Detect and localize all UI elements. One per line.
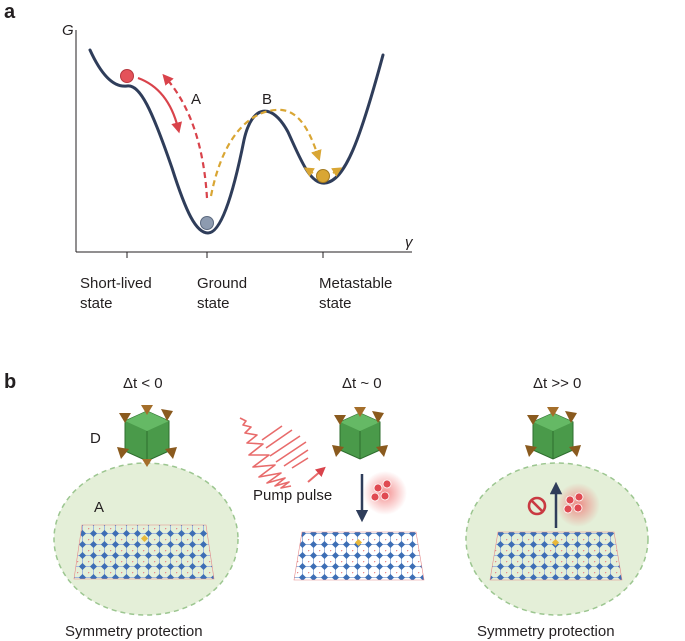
state-label-ground-2: state bbox=[197, 295, 230, 312]
state-label-ground-1: Ground bbox=[197, 275, 247, 292]
state-label-metastable-2: state bbox=[319, 295, 352, 312]
pump-pulse-label: Pump pulse bbox=[253, 487, 332, 504]
lattice-right bbox=[489, 531, 623, 581]
metastable-oscillation-left bbox=[303, 167, 315, 177]
lattice-defect-left bbox=[140, 534, 149, 543]
lattice-defect-right bbox=[551, 538, 560, 547]
path-b-label: B bbox=[262, 91, 272, 108]
x-axis-label: γ bbox=[405, 234, 414, 251]
label-a: A bbox=[94, 499, 104, 516]
lattice-left bbox=[73, 524, 215, 580]
lattice-middle bbox=[293, 531, 425, 581]
particle-cluster-right bbox=[563, 492, 584, 514]
crystal-middle bbox=[332, 407, 388, 460]
label-d: D bbox=[90, 430, 101, 447]
lattice-defect-middle bbox=[354, 538, 363, 547]
crystal-right bbox=[525, 407, 581, 460]
time-label-during: Δt ~ 0 bbox=[342, 375, 382, 392]
caption-right: Symmetry protection bbox=[477, 623, 615, 640]
short-lived-ball bbox=[120, 69, 134, 83]
state-label-short-lived-1: Short-lived bbox=[80, 275, 152, 292]
panel-b-label: b bbox=[4, 371, 16, 393]
path-b-arrow bbox=[209, 108, 322, 197]
y-axis-label: G bbox=[62, 22, 74, 39]
energy-curve bbox=[88, 48, 385, 235]
relaxation-arrow bbox=[137, 76, 182, 134]
prohibited-icon bbox=[527, 496, 547, 516]
state-label-metastable-1: Metastable bbox=[319, 275, 392, 292]
pump-pulse bbox=[239, 417, 326, 489]
time-label-before: Δt < 0 bbox=[123, 375, 163, 392]
time-label-after: Δt >> 0 bbox=[533, 375, 581, 392]
path-a-label: A bbox=[191, 91, 201, 108]
path-a-arrow bbox=[162, 73, 209, 199]
crystal-left bbox=[117, 405, 177, 467]
ground-ball bbox=[200, 216, 214, 230]
metastable-ball bbox=[316, 169, 330, 183]
panel-a-label: a bbox=[4, 1, 16, 23]
particle-cluster-middle bbox=[370, 479, 392, 502]
caption-left: Symmetry protection bbox=[65, 623, 203, 640]
metastable-oscillation-right bbox=[331, 167, 343, 177]
state-label-short-lived-2: state bbox=[80, 295, 113, 312]
